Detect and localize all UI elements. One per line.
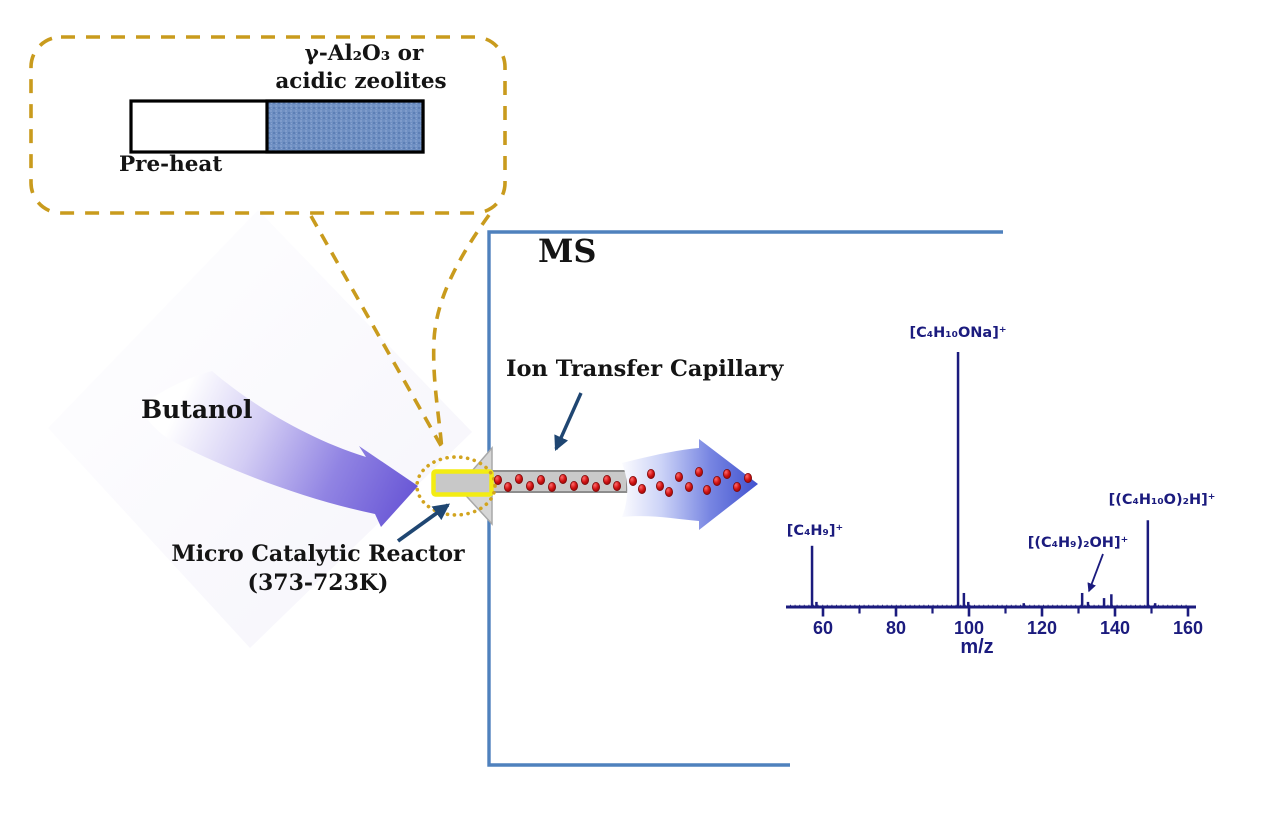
micro-reactor	[431, 469, 494, 497]
callout-tail-right	[431, 213, 491, 453]
catalyst-label-line2: acidic zeolites	[275, 69, 447, 94]
peak-label-97: [C₄H₁₀ONa]⁺	[909, 325, 1007, 341]
catalyst-tube-catalyst-segment	[265, 99, 425, 154]
svg-text:100: 100	[954, 618, 984, 638]
svg-text:160: 160	[1173, 618, 1203, 638]
callout-tail-left	[309, 215, 446, 452]
peak-label-57: [C₄H₉]⁺	[786, 523, 844, 539]
reactor-label-line2: (373-723K)	[247, 570, 389, 596]
ms-box	[487, 230, 1003, 767]
ms-title: MS	[538, 232, 597, 270]
capillary-pointer-arrow	[554, 392, 583, 452]
svg-text:140: 140	[1100, 618, 1130, 638]
mass-spectrum: 60 80 100 120 140 160	[786, 352, 1203, 638]
svg-text:60: 60	[813, 618, 833, 638]
peak-131-pointer-arrow	[1087, 553, 1104, 593]
reactor-pointer-arrow	[396, 503, 451, 543]
capillary-label: Ion Transfer Capillary	[506, 356, 784, 382]
reactor-label-line1: Micro Catalytic Reactor	[171, 541, 465, 567]
ion-dots	[493, 466, 753, 497]
x-axis-title: m/z	[960, 636, 994, 658]
butanol-feed-arrow	[140, 371, 418, 527]
svg-text:80: 80	[886, 618, 906, 638]
peak-label-131: [(C₄H₉)₂OH]⁺	[1027, 535, 1129, 551]
catalyst-label-line1: γ-Al₂O₃ or	[304, 41, 424, 66]
butanol-label: Butanol	[141, 395, 253, 424]
svg-text:120: 120	[1027, 618, 1057, 638]
peak-label-149: [(C₄H₁₀O)₂H]⁺	[1108, 492, 1216, 508]
callout-box	[29, 35, 507, 215]
spectrum-ticks: 60 80 100 120 140 160	[813, 608, 1203, 638]
spectrum-peaks	[810, 352, 1157, 607]
reactor-highlight-ellipse	[415, 455, 497, 517]
preheat-label: Pre-heat	[119, 152, 223, 177]
